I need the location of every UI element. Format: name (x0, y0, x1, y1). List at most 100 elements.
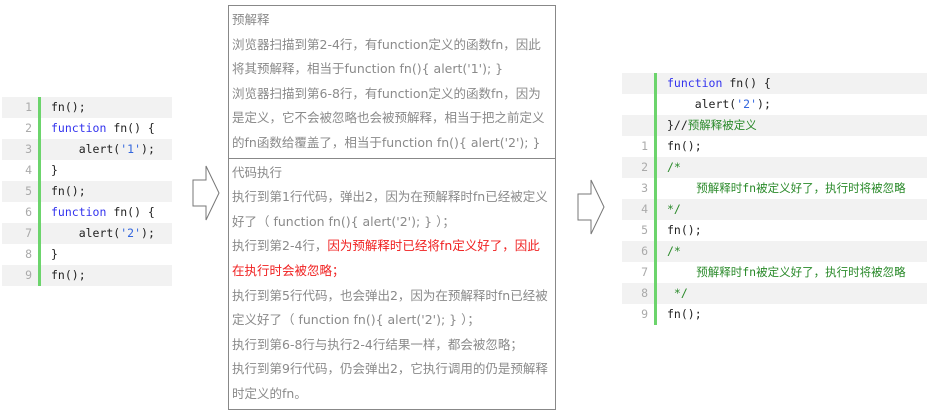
code-token: } (51, 247, 58, 261)
code-token: fn(); (667, 139, 702, 153)
code-token: */ (667, 286, 688, 300)
code-token: fn (742, 181, 757, 195)
line-number: 3 (2, 139, 41, 160)
code-token: alert( (667, 97, 737, 111)
code-token: /* (667, 160, 681, 174)
code-text: /* (657, 241, 681, 262)
code-token: '2' (736, 97, 758, 111)
line-number: 8 (622, 283, 657, 304)
code-token: /* (667, 244, 681, 258)
code-line: 3 预解释时fn被定义好了，执行时将被忽略 (622, 178, 927, 199)
code-text: fn(); (41, 265, 86, 286)
code-token: '2' (120, 226, 142, 240)
line-number: 1 (2, 97, 41, 118)
code-text: alert('1'); (41, 139, 155, 160)
code-text: */ (657, 283, 688, 304)
code-text: fn(); (657, 304, 702, 325)
code-line: 7 预解释时fn被定义好了，执行时将被忽略 (622, 262, 927, 283)
section-title: 预解释 (232, 12, 270, 27)
code-token: fn(); (667, 223, 702, 237)
line-number: 4 (622, 199, 657, 220)
code-token: } (51, 163, 58, 177)
code-token: alert( (51, 142, 121, 156)
code-token: function (51, 205, 107, 219)
code-text: alert('2'); (657, 94, 771, 115)
line-number: 5 (2, 181, 41, 202)
line-number: 4 (2, 160, 41, 181)
code-text: /* (657, 157, 681, 178)
line-number: 9 (2, 265, 41, 286)
code-text: } (41, 244, 58, 265)
right-arrow-icon (577, 179, 605, 235)
line-number (622, 73, 657, 94)
highlighted-text: 因为预解释时已经将fn定义好了，因此在执行时会被忽略； (232, 238, 540, 278)
code-line: 2 /* (622, 157, 927, 178)
code-token: '1' (120, 142, 142, 156)
line-number: 8 (2, 244, 41, 265)
code-line: 5 fn(); (2, 181, 172, 202)
code-token: }// (667, 118, 688, 132)
code-text: */ (657, 199, 681, 220)
code-line: 1 fn(); (622, 136, 927, 157)
code-text: }//预解释被定义 (657, 115, 757, 136)
code-line: 3 alert('1'); (2, 139, 172, 160)
line-number (622, 94, 657, 115)
line-number: 3 (622, 178, 657, 199)
code-token: ); (141, 226, 155, 240)
code-token: 预解释时 (667, 265, 743, 279)
code-token: ); (757, 97, 771, 111)
code-token: 预解释时 (667, 181, 743, 195)
explanation-text: 执行到第6-8行与执行2-4行结果一样，都会被忽略； (232, 336, 523, 352)
code-text: function fn() { (41, 202, 155, 223)
code-line: function fn() { (622, 73, 927, 94)
code-token: function (51, 121, 107, 135)
code-line: 9 fn(); (2, 265, 172, 286)
code-text: fn(); (41, 97, 86, 118)
explanation-text: 执行到第2-4行，因为预解释时已经将fn定义好了，因此在执行时会被忽略； (232, 234, 552, 283)
code-text: function fn() { (41, 118, 155, 139)
explanation-text: 执行到第9行代码，仍会弹出2，它执行调用的仍是预解释时定义的fn。 (232, 361, 548, 401)
code-token: fn() { (106, 205, 155, 219)
line-number: 2 (622, 157, 657, 178)
line-number: 2 (2, 118, 41, 139)
code-token: function (667, 76, 723, 90)
code-line: 7 alert('2'); (2, 223, 172, 244)
line-number (622, 115, 657, 136)
code-line: 6 /* (622, 241, 927, 262)
code-text: fn(); (41, 181, 86, 202)
line-number: 6 (622, 241, 657, 262)
line-number: 6 (2, 202, 41, 223)
line-number: 1 (622, 136, 657, 157)
code-line: 8} (2, 244, 172, 265)
code-token: fn() { (106, 121, 155, 135)
right-arrow-icon (192, 165, 220, 221)
execution-section: 代码执行 执行到第1行代码，弹出2，因为在预解释时fn已经被定义好了（ func… (229, 157, 555, 409)
code-text: } (41, 160, 58, 181)
code-token: fn (742, 265, 757, 279)
code-text: fn(); (657, 220, 702, 241)
code-token: */ (667, 202, 681, 216)
code-line: 4 */ (622, 199, 927, 220)
explanation-text: 执行到第2-4行， (232, 238, 328, 254)
pre-interpretation-section: 预解释 浏览器扫描到第2-4行，有function定义的函数fn，因此将其预解释… (229, 6, 555, 158)
code-text: function fn() { (657, 73, 771, 94)
code-token: 被定义好了，执行时将被忽略 (756, 181, 906, 195)
code-token: 被定义好了，执行时将被忽略 (756, 265, 906, 279)
line-number: 7 (622, 262, 657, 283)
code-text: 预解释时fn被定义好了，执行时将被忽略 (657, 178, 906, 199)
code-token: ); (141, 142, 155, 156)
code-line: 8 */ (622, 283, 927, 304)
explanation-text: 执行到第1行代码，弹出2，因为在预解释时fn已经被定义好了（ function … (232, 189, 548, 229)
code-token: fn(); (51, 184, 86, 198)
code-token: fn(); (51, 268, 86, 282)
line-number: 5 (622, 220, 657, 241)
code-line: alert('2'); (622, 94, 927, 115)
code-text: 预解释时fn被定义好了，执行时将被忽略 (657, 262, 906, 283)
section-title: 代码执行 (232, 164, 283, 180)
